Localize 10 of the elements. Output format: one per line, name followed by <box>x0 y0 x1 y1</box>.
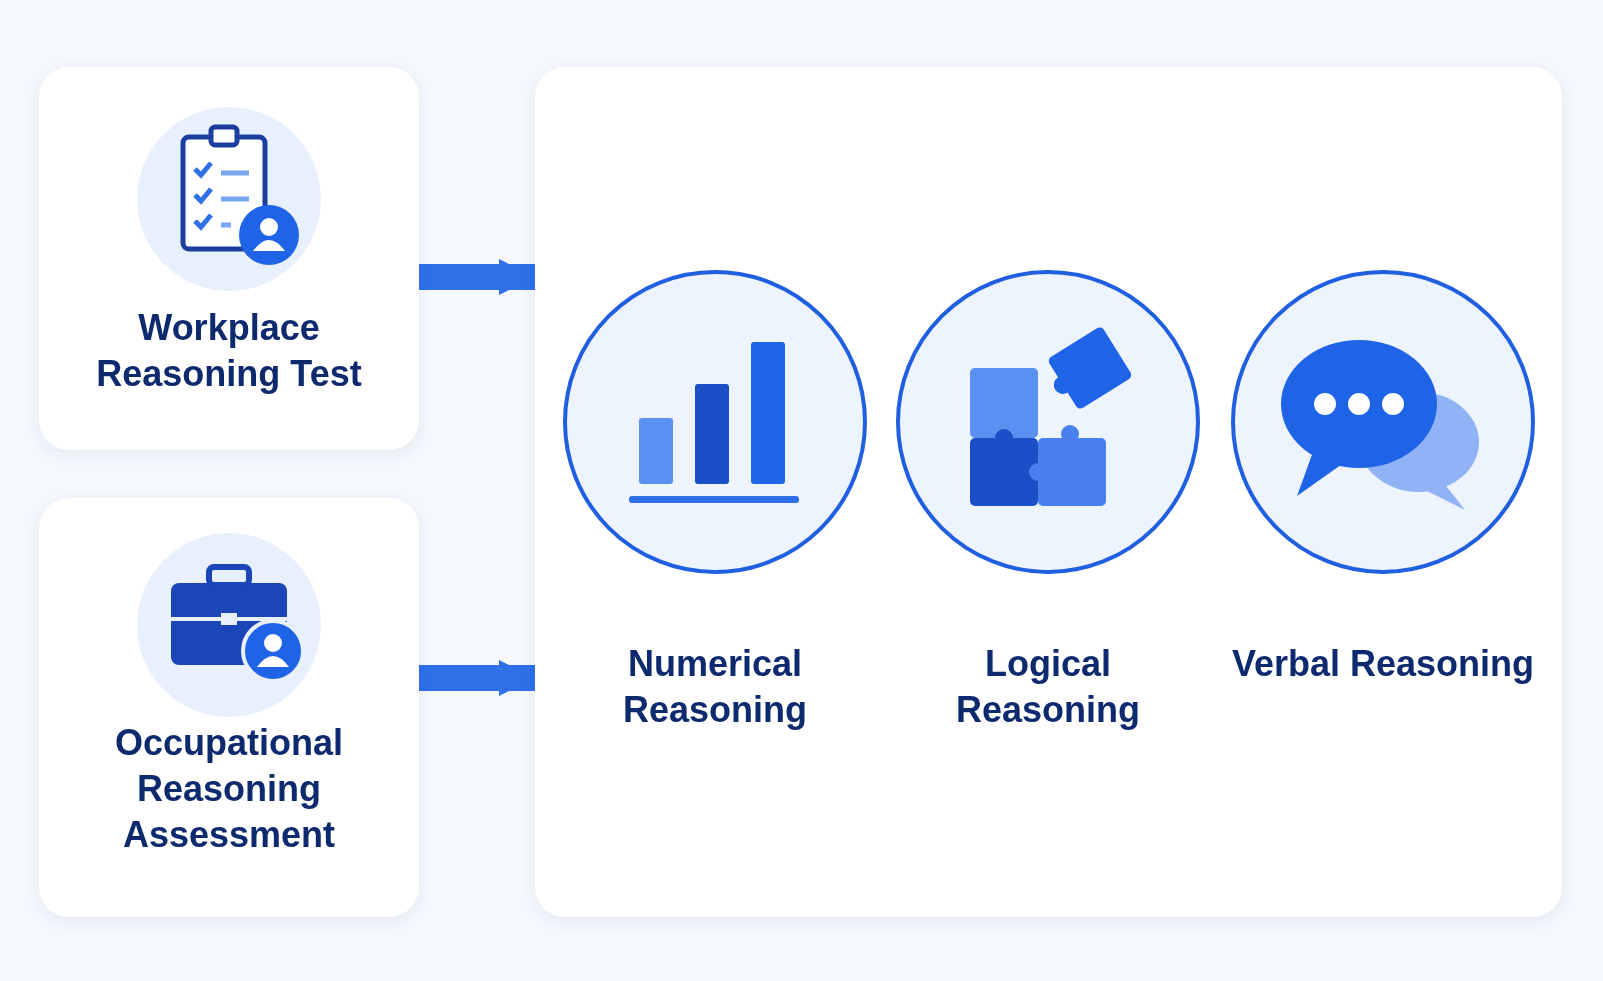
arrow <box>419 659 535 697</box>
node-label: Verbal Reasoning <box>1230 642 1536 686</box>
node-label: Occupational Reasoning Assessment <box>113 721 344 857</box>
node-label: Logical Reasoning <box>955 642 1141 732</box>
card <box>39 498 419 917</box>
group-panel <box>535 67 1562 917</box>
node-label: Workplace Reasoning Test <box>95 306 363 396</box>
arrow <box>419 258 535 296</box>
node-label: Numerical Reasoning <box>622 642 808 732</box>
card <box>39 67 419 450</box>
